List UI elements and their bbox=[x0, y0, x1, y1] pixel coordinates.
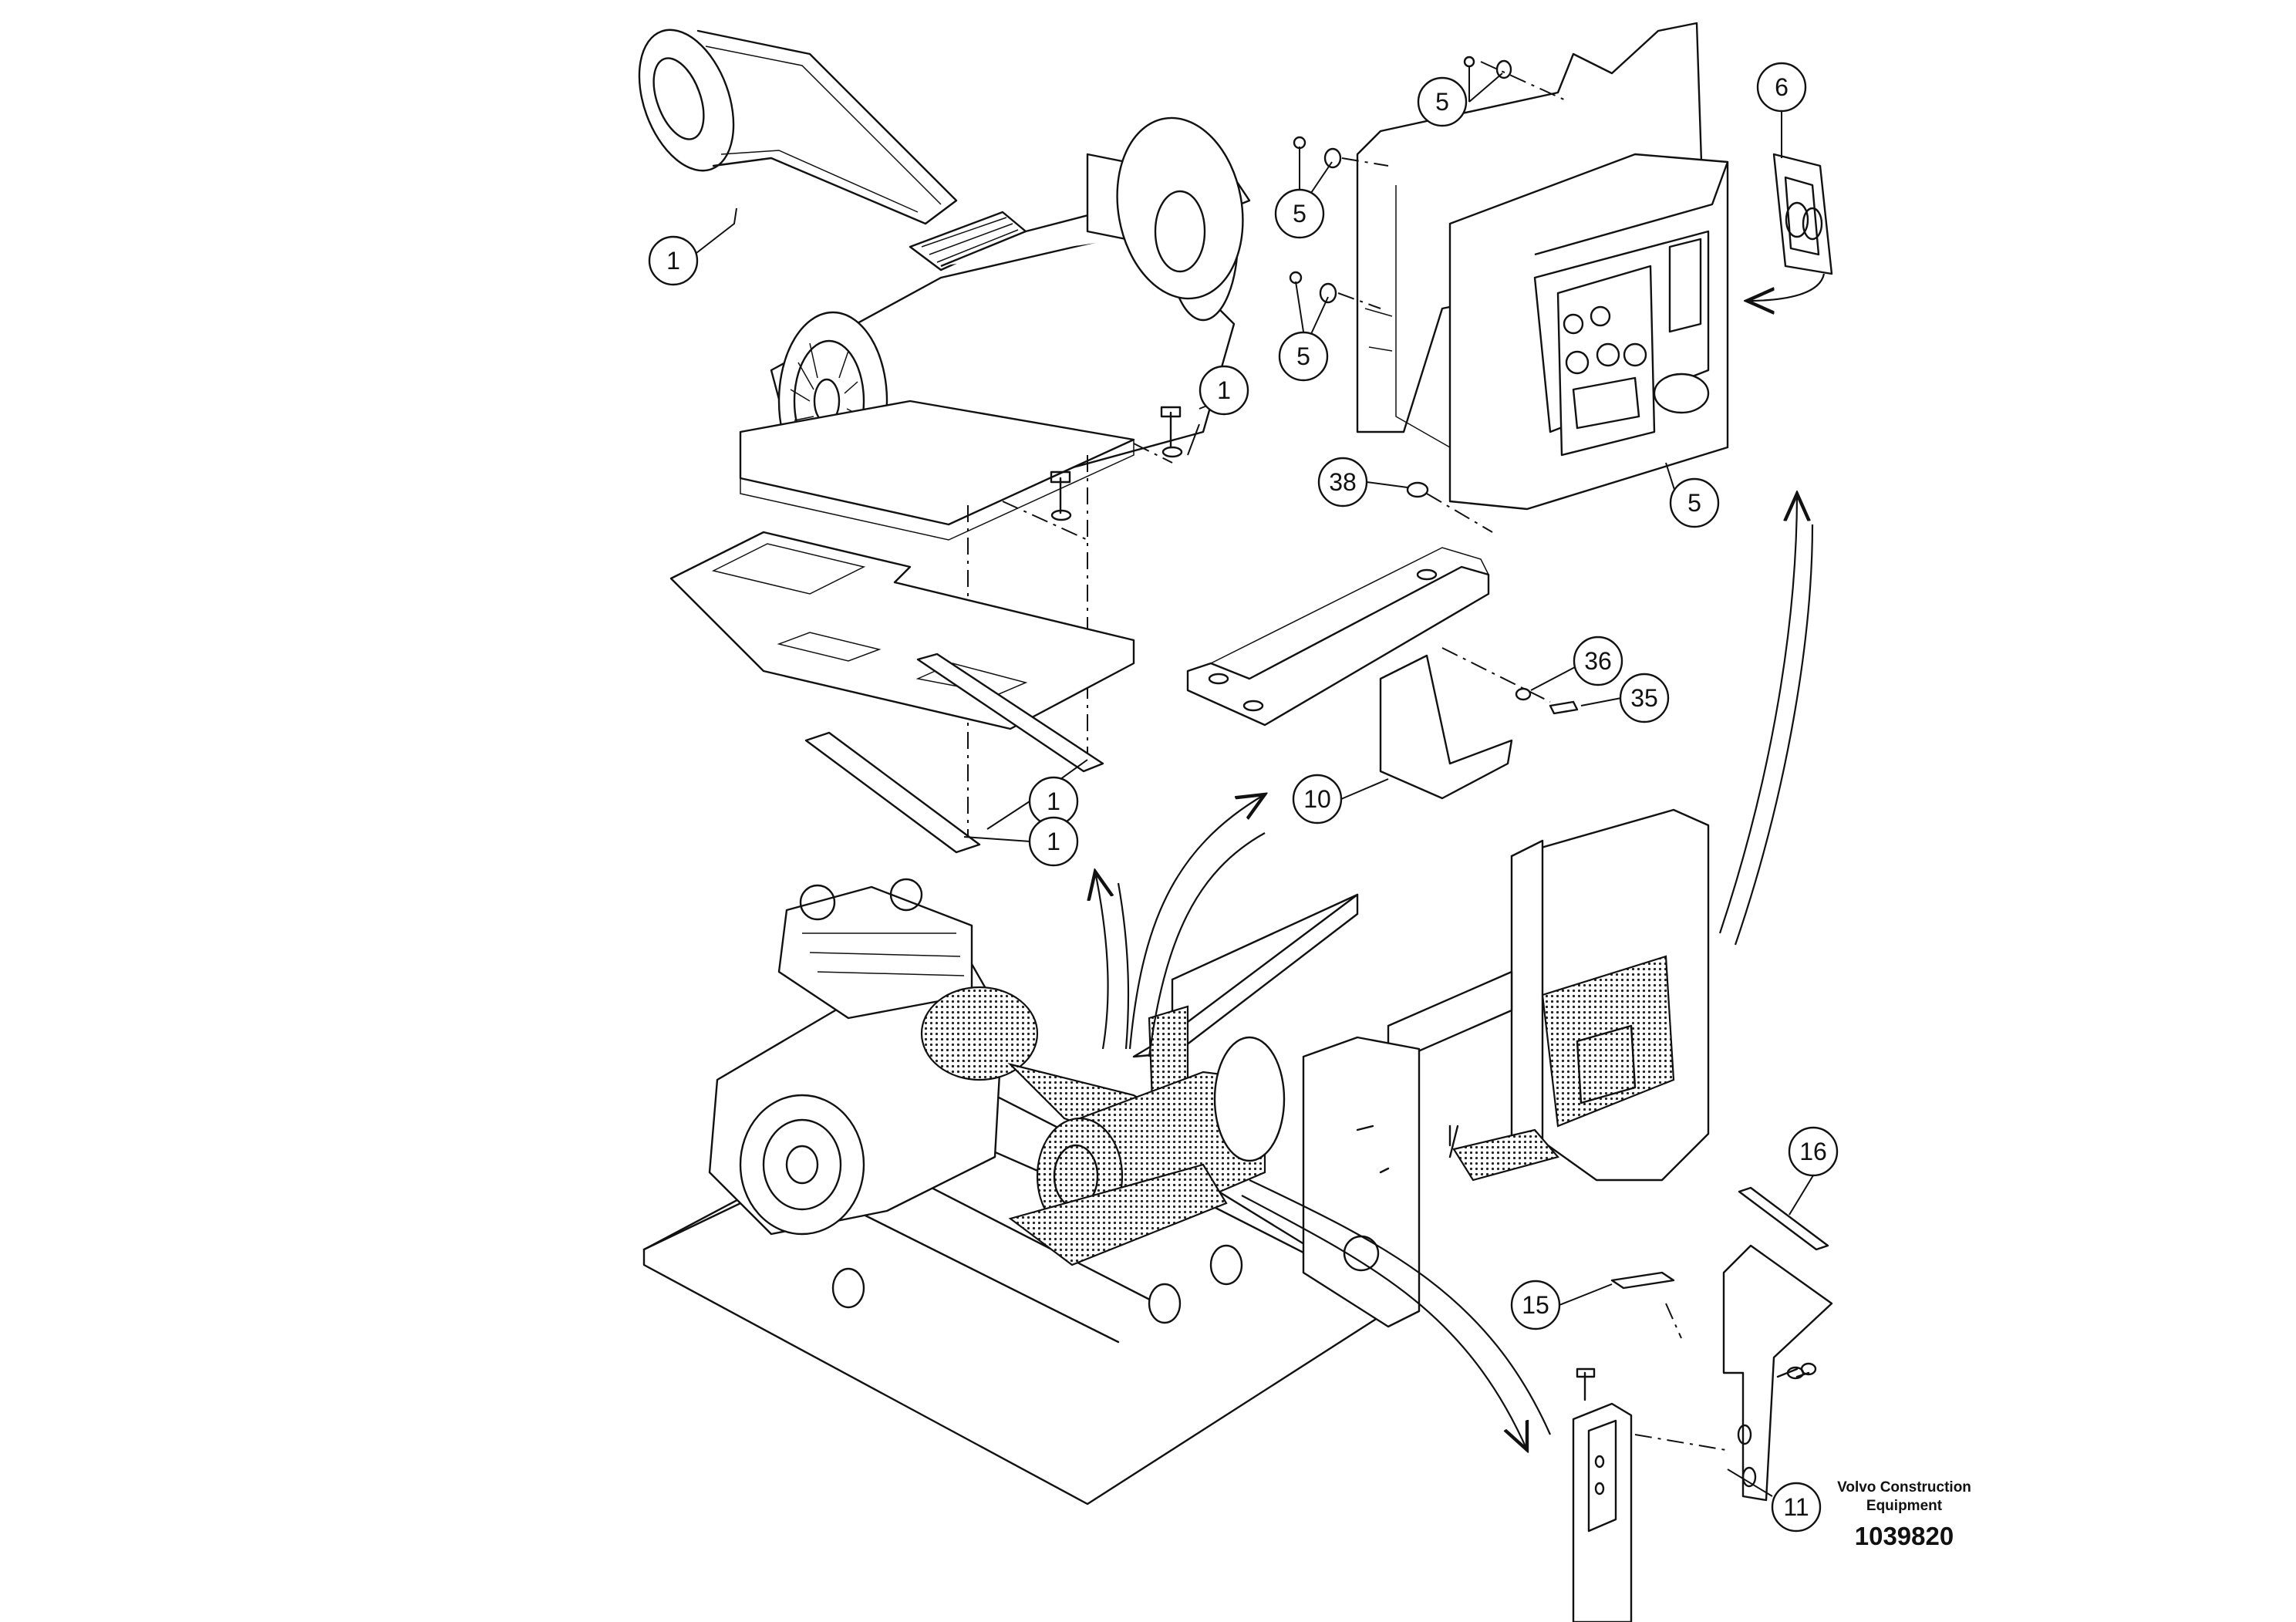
assembly-arrows bbox=[1095, 273, 1826, 1450]
callout-1-plate: 1 bbox=[1028, 776, 1079, 827]
callout-5-top: 5 bbox=[1417, 76, 1468, 127]
svg-text:1: 1 bbox=[1047, 787, 1060, 815]
callout-35: 35 bbox=[1619, 673, 1670, 723]
svg-text:16: 16 bbox=[1799, 1138, 1827, 1165]
callout-5-lower-left: 5 bbox=[1278, 331, 1329, 382]
svg-text:10: 10 bbox=[1303, 785, 1331, 813]
svg-text:1: 1 bbox=[1047, 828, 1060, 855]
manufacturer-block: Volvo Construction Equipment 1039820 bbox=[1796, 1479, 2012, 1551]
generator-assembly bbox=[638, 29, 1251, 837]
callout-38: 38 bbox=[1317, 457, 1368, 508]
manufacturer-name-line1: Volvo Construction bbox=[1837, 1479, 1971, 1496]
control-box-assembly bbox=[1289, 22, 1833, 533]
callout-1-shim: 1 bbox=[1028, 816, 1079, 867]
callout-5-upper-left: 5 bbox=[1274, 188, 1325, 239]
svg-text:5: 5 bbox=[1435, 88, 1449, 116]
svg-text:35: 35 bbox=[1630, 684, 1658, 712]
bracket-assembly bbox=[1186, 547, 1579, 800]
callout-16: 16 bbox=[1788, 1126, 1839, 1177]
svg-text:11: 11 bbox=[1783, 1493, 1809, 1521]
engine-frame-assembly bbox=[642, 878, 1390, 1506]
svg-text:5: 5 bbox=[1293, 200, 1306, 228]
callout-6: 6 bbox=[1756, 62, 1807, 113]
svg-text:38: 38 bbox=[1329, 468, 1357, 496]
svg-text:1: 1 bbox=[1217, 376, 1231, 404]
svg-text:36: 36 bbox=[1584, 647, 1612, 675]
callout-11: 11 bbox=[1771, 1482, 1822, 1533]
svg-text:5: 5 bbox=[1296, 342, 1310, 370]
callout-1-pulley: 1 bbox=[648, 235, 699, 286]
svg-text:6: 6 bbox=[1775, 73, 1789, 101]
callout-5-box: 5 bbox=[1669, 477, 1720, 528]
callout-10: 10 bbox=[1292, 774, 1343, 824]
callout-1-bolts: 1 bbox=[1199, 365, 1249, 416]
svg-text:5: 5 bbox=[1687, 489, 1701, 517]
svg-text:1: 1 bbox=[666, 247, 680, 275]
callouts: 1 1 1 1 5 5 5 5 6 38 36 35 10 16 15 11 bbox=[648, 62, 1839, 1533]
drawing-number: 1039820 bbox=[1854, 1522, 1954, 1550]
callout-36: 36 bbox=[1573, 636, 1623, 686]
callout-15: 15 bbox=[1510, 1280, 1561, 1330]
manufacturer-name-line2: Equipment bbox=[1866, 1498, 1943, 1514]
side-panel-assembly bbox=[1302, 808, 1833, 1622]
svg-text:15: 15 bbox=[1522, 1291, 1549, 1319]
mounting-shims bbox=[669, 531, 1135, 854]
